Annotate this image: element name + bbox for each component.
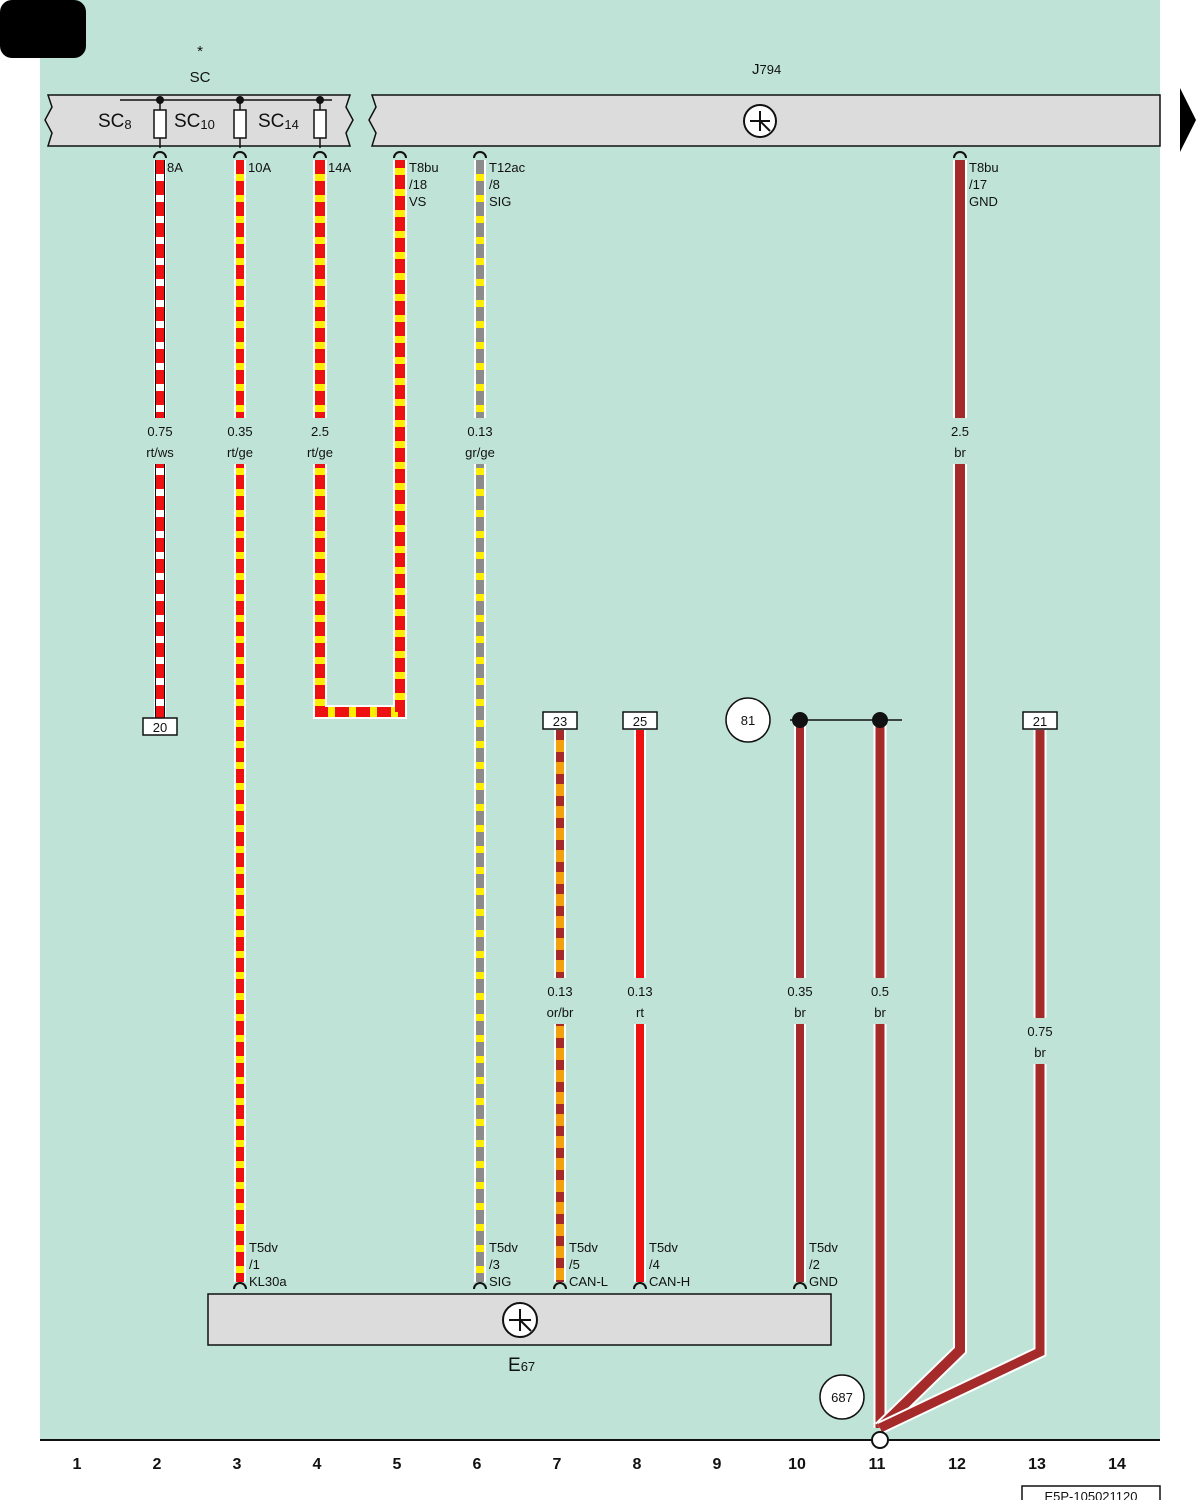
svg-text:0.75: 0.75 (147, 424, 172, 439)
fuse-rating-10a: 10A (248, 160, 271, 175)
pin-symbols (153, 151, 967, 1290)
svg-text:0.5: 0.5 (871, 984, 889, 999)
svg-text:br: br (874, 1005, 886, 1020)
wire-label-9: 0.75 br (1015, 1018, 1065, 1064)
fuse-sc10-label: SC10 (174, 111, 215, 132)
wire-label-5: 0.13 rt (615, 978, 665, 1024)
wire-label-8: 2.5 br (935, 418, 985, 464)
wire-label-1: 0.35 rt/ge (215, 418, 265, 464)
wire-label-6: 0.35 br (775, 978, 825, 1024)
column-number: 14 (1108, 1456, 1126, 1473)
j794-label: J794 (752, 61, 781, 78)
wire-label-7: 0.5 br (855, 978, 905, 1024)
svg-text:br: br (794, 1005, 806, 1020)
svg-text:81: 81 (741, 713, 755, 728)
fuse-sc8-label: SC8 (98, 111, 132, 132)
ref-box-20[interactable]: 20 (142, 717, 178, 736)
column-number: 6 (473, 1456, 482, 1473)
column-number: 2 (153, 1456, 162, 1473)
splice-point (792, 712, 808, 728)
footer-code: E5P-105021120 (1021, 1485, 1161, 1500)
fuse-rating-8a: 8A (167, 160, 183, 175)
continue-arrow-icon[interactable] (1180, 88, 1196, 152)
svg-text:E5P-105021120: E5P-105021120 (1044, 1489, 1137, 1500)
wire-label-3: 0.13 gr/ge (455, 418, 505, 464)
column-number: 9 (713, 1456, 722, 1473)
wire-label-0: 0.75 rt/ws (135, 418, 185, 464)
ref-box-25[interactable]: 25 (622, 711, 658, 730)
svg-text:0.13: 0.13 (627, 984, 652, 999)
column-number: 1 (73, 1456, 82, 1473)
sc-fuse-box[interactable] (44, 94, 354, 147)
fuse-sc10[interactable] (233, 96, 247, 148)
svg-text:br: br (954, 445, 966, 460)
svg-text:20: 20 (153, 720, 167, 735)
column-number: 5 (393, 1456, 402, 1473)
svg-text:br: br (1034, 1045, 1046, 1060)
svg-text:0.35: 0.35 (787, 984, 812, 999)
column-number: 3 (233, 1456, 242, 1473)
ref-box-21[interactable]: 21 (1022, 711, 1058, 730)
ref-box-23[interactable]: 23 (542, 711, 578, 730)
ref-circle-81[interactable]: 81 (725, 697, 771, 743)
svg-text:rt/ge: rt/ge (227, 445, 253, 460)
column-number: 4 (313, 1456, 322, 1473)
wire-br-075[interactable] (877, 730, 1047, 1434)
column-number: 10 (788, 1456, 806, 1473)
svg-text:0.13: 0.13 (467, 424, 492, 439)
svg-text:gr/ge: gr/ge (465, 445, 495, 460)
svg-text:0.13: 0.13 (547, 984, 572, 999)
sc-marker: * (197, 43, 203, 60)
column-number: 12 (948, 1456, 966, 1473)
wire-label-2: 2.5 rt/ge (295, 418, 345, 464)
svg-text:rt/ws: rt/ws (146, 445, 174, 460)
svg-text:687: 687 (831, 1390, 853, 1405)
svg-text:rt/ge: rt/ge (307, 445, 333, 460)
svg-text:21: 21 (1033, 714, 1047, 729)
electronic-component-icon (743, 104, 777, 138)
column-number: 13 (1028, 1456, 1046, 1473)
electronic-component-icon (502, 1302, 538, 1338)
wire-label-4: 0.13 or/br (535, 978, 585, 1024)
svg-text:0.75: 0.75 (1027, 1024, 1052, 1039)
fuse-sc8[interactable] (153, 96, 167, 148)
column-number: 11 (869, 1456, 886, 1473)
column-number: 7 (553, 1456, 562, 1473)
fuse-sc14-label: SC14 (258, 111, 299, 132)
svg-text:0.35: 0.35 (227, 424, 252, 439)
column-numbers: 1 2 3 4 5 6 7 8 9 10 11 12 13 14 (73, 1456, 1126, 1473)
svg-text:rt: rt (636, 1005, 644, 1020)
svg-text:or/br: or/br (547, 1005, 574, 1020)
fuse-sc14[interactable] (313, 96, 327, 148)
wire-br-25[interactable] (875, 160, 967, 1434)
svg-text:25: 25 (633, 714, 647, 729)
column-number: 8 (633, 1456, 642, 1473)
splice-point (872, 712, 888, 728)
svg-text:23: 23 (553, 714, 567, 729)
e67-label: E67 (508, 1355, 535, 1376)
ref-circle-687[interactable]: 687 (819, 1374, 865, 1420)
page-tab[interactable] (0, 0, 86, 58)
diagram-background (40, 0, 1160, 1440)
fuse-rating-14a: 14A (328, 160, 351, 175)
sc-title: SC (190, 69, 211, 86)
svg-text:2.5: 2.5 (311, 424, 329, 439)
ground-point[interactable] (871, 1431, 889, 1449)
svg-text:2.5: 2.5 (951, 424, 969, 439)
